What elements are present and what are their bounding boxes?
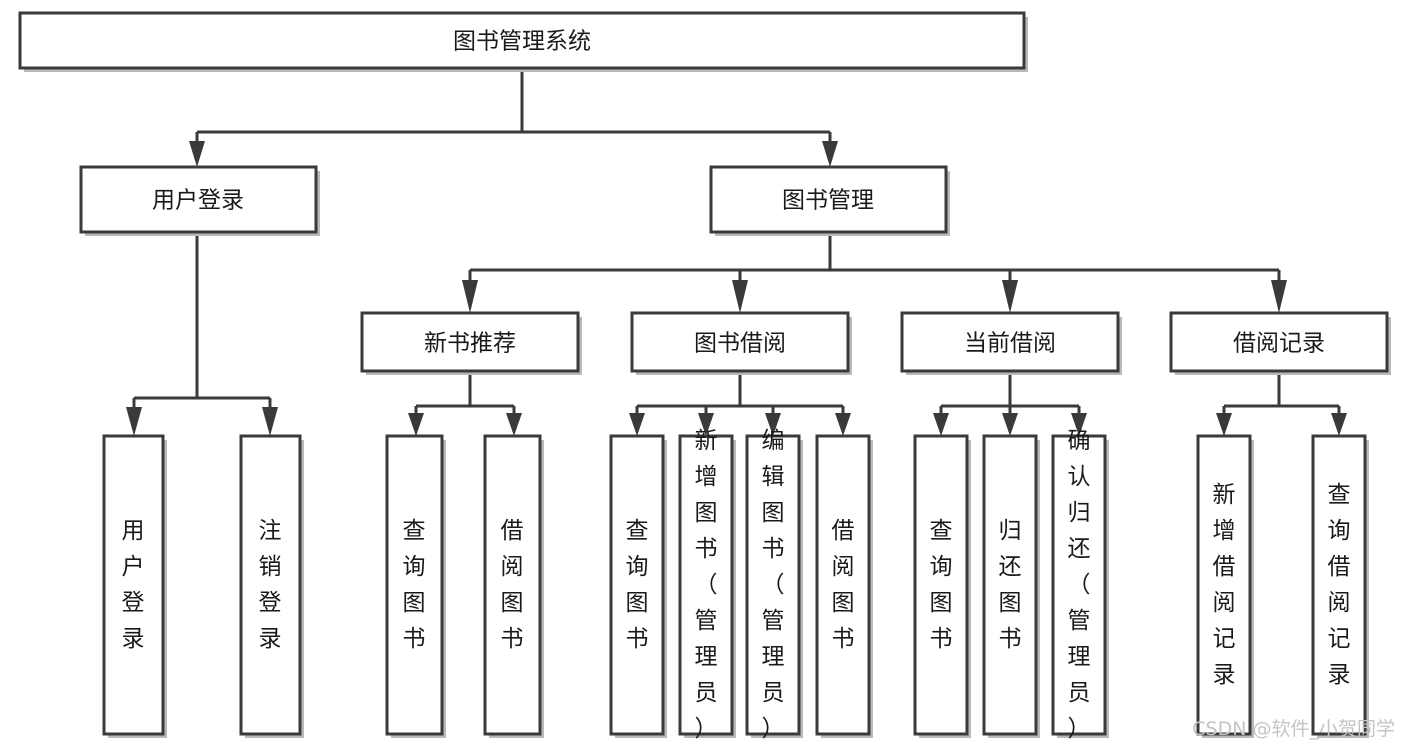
leaf-query-book-3-label: 查询图书: [930, 518, 953, 652]
arrow-to-leaf-add-record: [1216, 413, 1232, 436]
leaf-add-record-label: 新增借阅记录: [1213, 482, 1236, 688]
current-borrow-label: 当前借阅: [964, 331, 1056, 357]
leaf-query-record-label: 查询借阅记录: [1328, 482, 1351, 688]
node-leaf-borrow-book-1[interactable]: 借阅图书: [483, 434, 544, 738]
leaf-add-book-box: [678, 434, 734, 736]
arrow-to-leaf-edit-book: [765, 413, 781, 436]
arrow-to-leaf-user-login: [126, 407, 142, 436]
user-login-box: [79, 165, 318, 234]
leaf-borrow-book-2-box: [815, 434, 871, 736]
book-management-label: 图书管理: [782, 188, 874, 214]
node-current-borrow[interactable]: 当前借阅: [900, 311, 1122, 375]
node-leaf-return-book[interactable]: 归还图书: [982, 434, 1040, 738]
arrow-to-leaf-query-book-2: [629, 413, 645, 436]
arrow-to-leaf-borrow-book-1: [506, 413, 522, 436]
csdn-watermark: CSDN @软件_小贺同学: [1192, 718, 1395, 740]
leaf-query-record-box: [1311, 434, 1367, 736]
arrow-to-leaf-query-record: [1331, 413, 1347, 436]
leaf-add-book-label: 新增图书（管理员）: [695, 428, 718, 742]
arrow-to-leaf-logout: [262, 407, 278, 436]
leaf-query-book-3-box: [913, 434, 969, 736]
node-book-management[interactable]: 图书管理: [709, 165, 950, 236]
node-leaf-query-book-2[interactable]: 查询图书: [609, 434, 667, 738]
leaf-query-book-1-box: [385, 434, 444, 736]
leaf-query-book-1-label: 查询图书: [403, 518, 426, 652]
leaf-user-login-label: 用户登录: [122, 518, 145, 652]
book-borrow-box: [630, 311, 850, 373]
node-root[interactable]: 图书管理系统: [18, 11, 1028, 72]
book-management-box: [709, 165, 948, 234]
node-leaf-user-login[interactable]: 用户登录: [102, 434, 167, 738]
leaf-borrow-book-1-box: [483, 434, 542, 736]
node-leaf-edit-book[interactable]: 编辑图书（管理员）: [745, 428, 803, 742]
node-leaf-query-book-1[interactable]: 查询图书: [385, 434, 446, 738]
arrow-to-leaf-add-book: [698, 413, 714, 436]
node-leaf-add-record[interactable]: 新增借阅记录: [1196, 434, 1254, 738]
leaf-borrow-book-2-label: 借阅图书: [832, 518, 855, 652]
arrow-to-book-borrow: [732, 280, 748, 313]
user-login-label: 用户登录: [152, 188, 244, 214]
leaf-edit-book-box: [745, 434, 801, 736]
current-borrow-box: [900, 311, 1120, 373]
leaf-logout-box: [239, 434, 302, 736]
new-book-recommend-label: 新书推荐: [424, 331, 516, 357]
leaf-add-record-box: [1196, 434, 1252, 736]
node-borrow-record[interactable]: 借阅记录: [1169, 311, 1391, 375]
borrow-record-label: 借阅记录: [1233, 331, 1325, 357]
arrow-to-current-borrow: [1002, 280, 1018, 313]
root-label: 图书管理系统: [453, 29, 591, 55]
leaf-confirm-return-label: 确认归还（管理员）: [1068, 428, 1091, 742]
root-box: [18, 11, 1026, 70]
arrow-to-user-login: [189, 141, 205, 167]
leaf-return-book-label: 归还图书: [999, 518, 1022, 652]
node-leaf-confirm-return[interactable]: 确认归还（管理员）: [1051, 428, 1109, 742]
leaf-query-book-2-label: 查询图书: [626, 518, 649, 652]
arrow-to-borrow-record: [1271, 280, 1287, 313]
leaf-logout-label: 注销登录: [259, 518, 282, 652]
arrow-to-new-book-recommend: [462, 280, 478, 313]
arrow-to-leaf-confirm-return: [1071, 413, 1087, 436]
arrow-to-leaf-query-book-1: [408, 413, 424, 436]
arrow-to-leaf-borrow-book-2: [835, 413, 851, 436]
node-leaf-borrow-book-2[interactable]: 借阅图书: [815, 434, 873, 738]
node-leaf-query-record[interactable]: 查询借阅记录: [1311, 434, 1369, 738]
leaf-query-book-2-box: [609, 434, 665, 736]
arrow-to-leaf-return-book: [1002, 413, 1018, 436]
new-book-recommend-box: [360, 311, 580, 373]
node-leaf-add-book[interactable]: 新增图书（管理员）: [678, 428, 736, 742]
node-new-book-recommend[interactable]: 新书推荐: [360, 311, 582, 375]
arrow-to-book-management: [822, 141, 838, 167]
leaf-user-login-box: [102, 434, 165, 736]
arrow-to-leaf-query-book-3: [933, 413, 949, 436]
borrow-record-box: [1169, 311, 1389, 373]
node-book-borrow[interactable]: 图书借阅: [630, 311, 852, 375]
node-user-login[interactable]: 用户登录: [79, 165, 320, 236]
leaf-edit-book-label: 编辑图书（管理员）: [762, 428, 785, 742]
leaf-borrow-book-1-label: 借阅图书: [501, 518, 524, 652]
leaf-return-book-box: [982, 434, 1038, 736]
book-borrow-label: 图书借阅: [694, 331, 786, 357]
node-leaf-logout[interactable]: 注销登录: [239, 434, 304, 738]
node-leaf-query-book-3[interactable]: 查询图书: [913, 434, 971, 738]
leaf-confirm-return-box: [1051, 434, 1107, 736]
connectors-group: [126, 68, 1347, 436]
